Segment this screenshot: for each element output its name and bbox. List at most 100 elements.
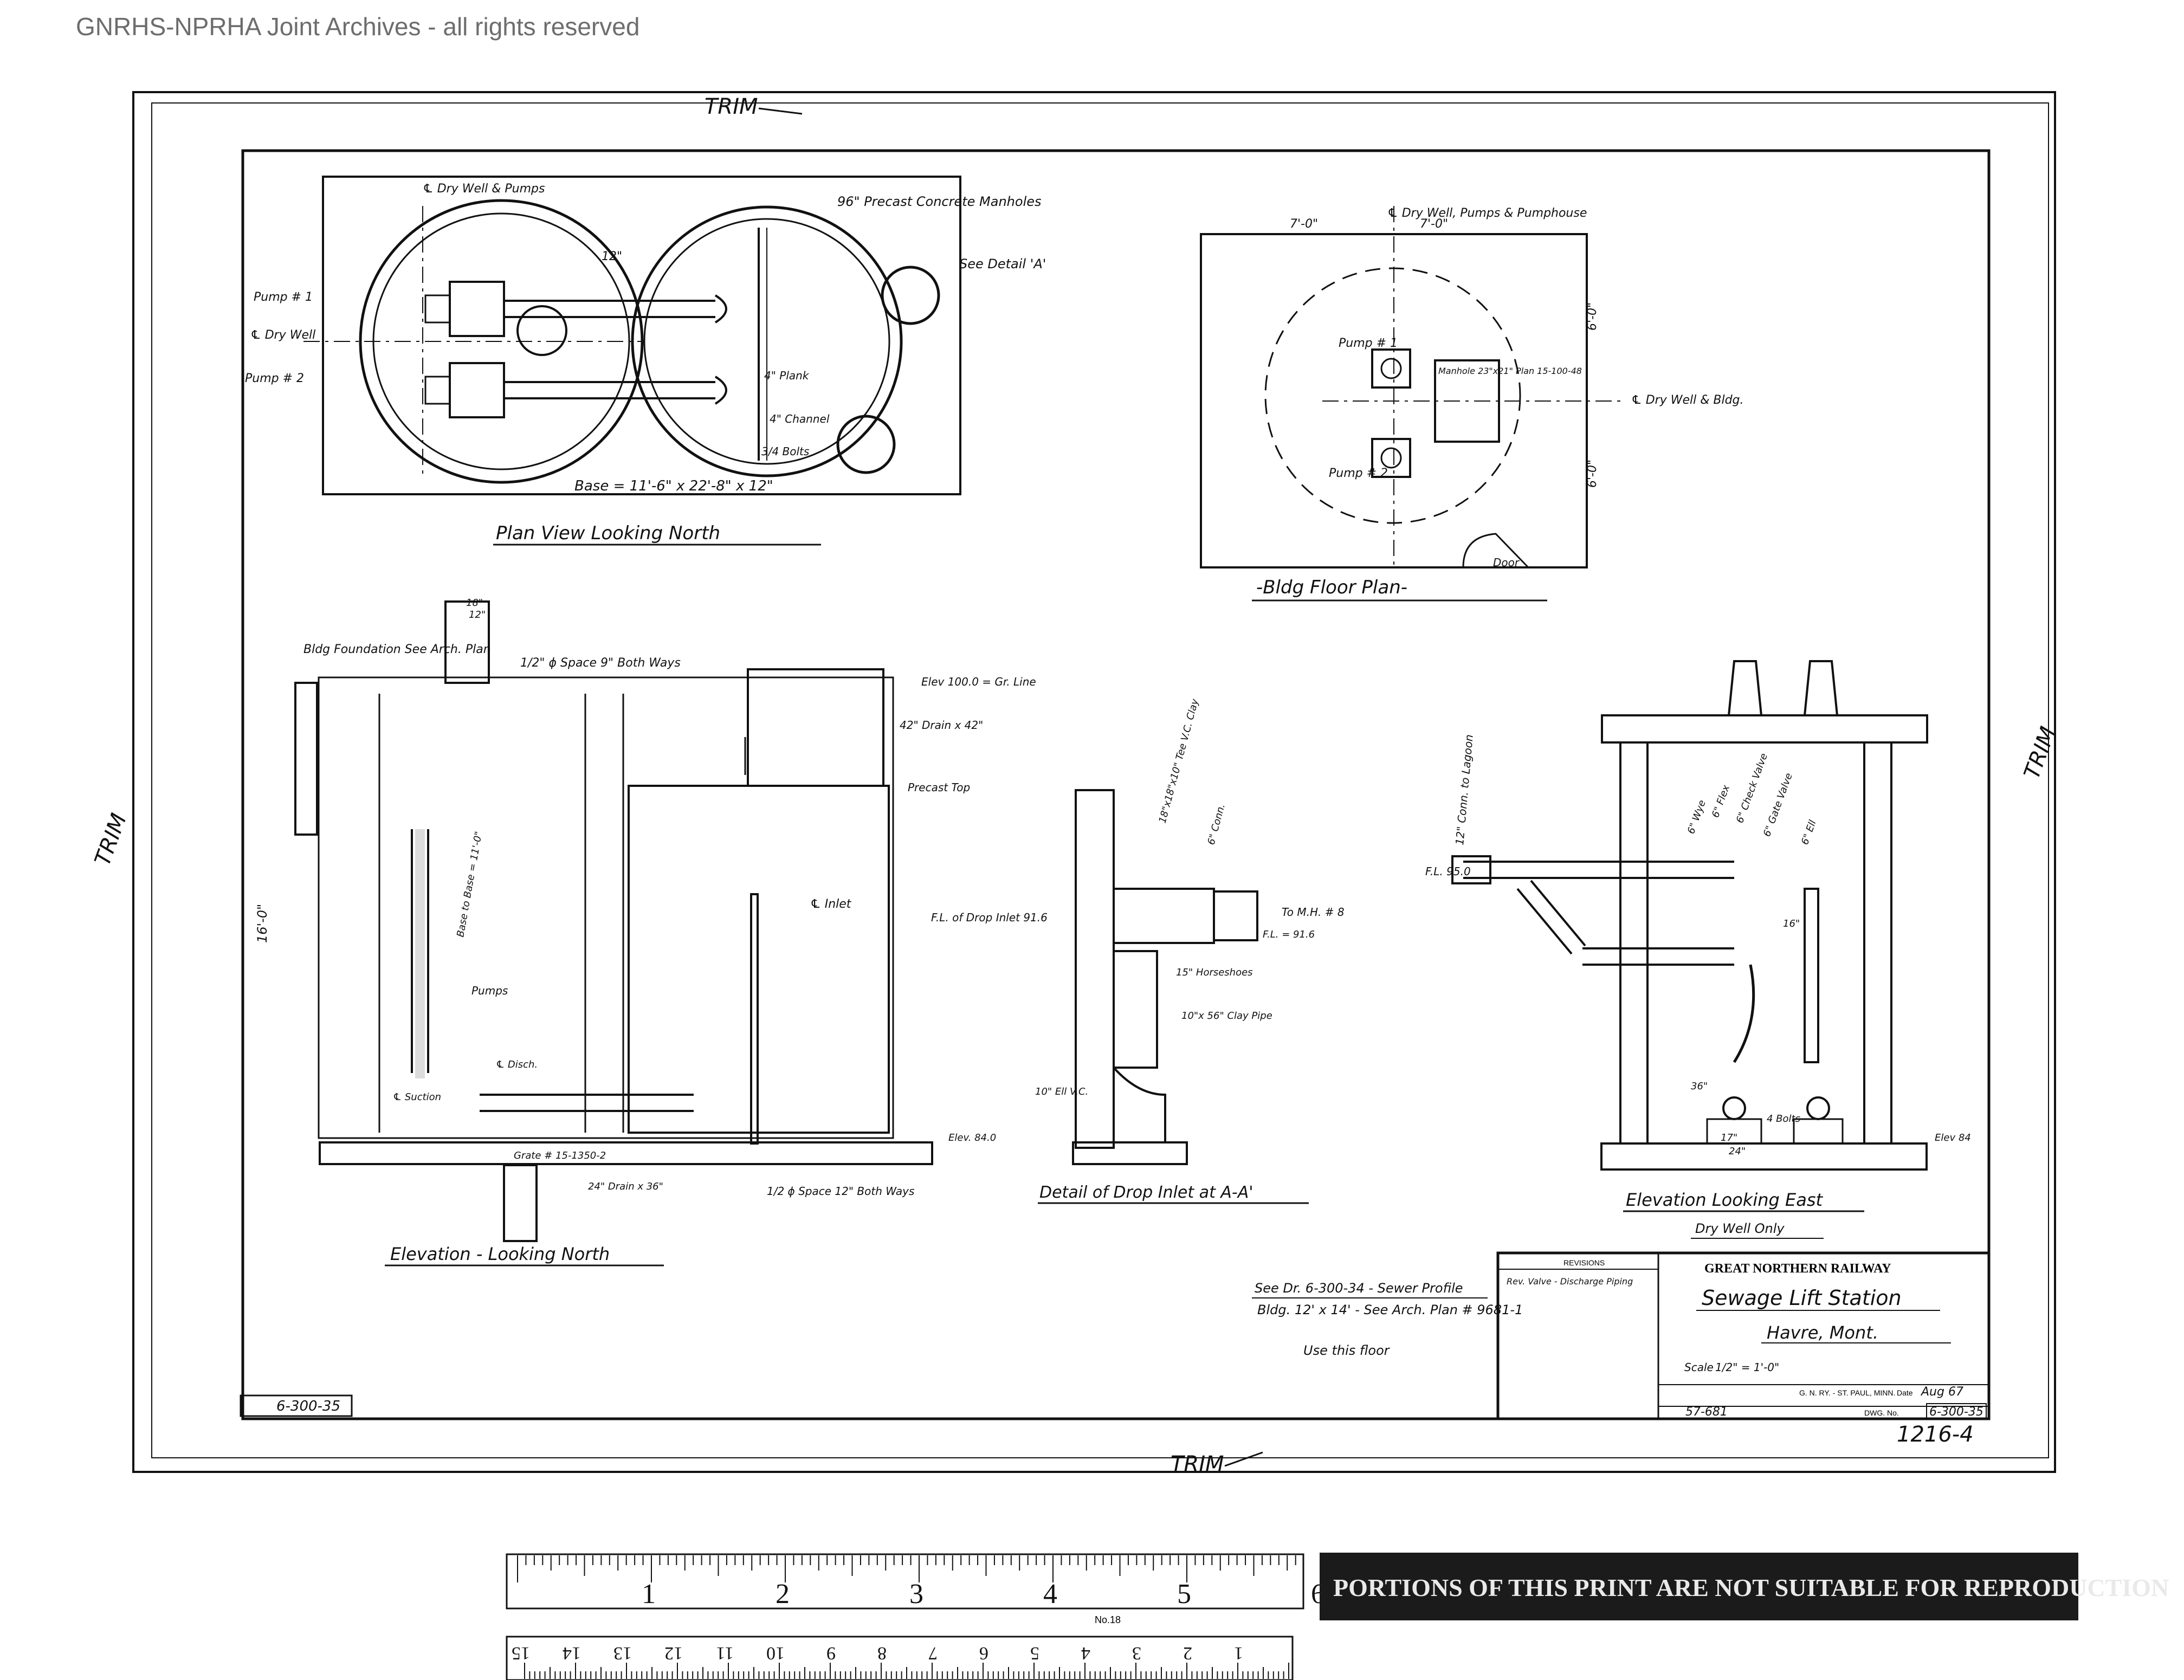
elevation-north <box>294 600 933 1242</box>
drop-ell <box>1113 1067 1166 1143</box>
floor-dim-left: 7'-0" <box>1290 217 1318 231</box>
sheet-number: 1216-4 <box>1897 1422 1974 1447</box>
drop-tee-label: 18"x18"x10" Tee V.C. Clay <box>1157 697 1201 824</box>
east-wall-l <box>1619 741 1649 1145</box>
floor-pump2: Pump # 2 <box>1329 467 1388 480</box>
plan-view <box>303 176 961 495</box>
ruler-cm-number: 4 <box>1081 1643 1090 1663</box>
suction-elbow <box>516 305 567 356</box>
tb-dwg-no: 6-300-35 <box>1929 1405 1983 1419</box>
east-flex: 6" Flex <box>1710 783 1732 819</box>
drop-conn <box>1213 890 1258 941</box>
drop-to-mh: To M.H. # 8 <box>1282 906 1345 919</box>
ruler-cm-number: 2 <box>1183 1643 1192 1663</box>
east-elbow <box>1733 964 1755 1063</box>
ruler-cm-number: 13 <box>613 1643 632 1663</box>
drop-ell-label: 10" Ell V.C. <box>1035 1086 1088 1097</box>
east-diag-pipe <box>1516 880 1586 955</box>
east-pump-1 <box>1722 1096 1746 1120</box>
drain-sump <box>503 1164 538 1242</box>
dwg-number: 6-300-35 <box>276 1398 340 1414</box>
outer-border <box>132 91 2056 1473</box>
floor-dim-top: 6'-0" <box>1586 302 1599 331</box>
plan-plank: 4" Plank <box>764 369 810 382</box>
vent-stack <box>444 600 490 684</box>
ruler-inch-number: 4 <box>1043 1579 1057 1610</box>
pump-1-motor <box>424 294 451 324</box>
ruler-cm-number: 11 <box>716 1643 734 1663</box>
pump-2-motor <box>424 376 451 405</box>
drop-inlet-top <box>747 668 884 787</box>
floor-door: Door <box>1493 556 1520 569</box>
elev-fl-drop: F.L. of Drop Inlet 91.6 <box>931 911 1048 924</box>
inner-border <box>241 149 1991 1420</box>
title-block-frame <box>1496 1251 1991 1420</box>
elev-precast-top: Precast Top <box>908 781 970 794</box>
drop-conn-label: 6" Conn. <box>1206 803 1227 846</box>
tb-dwg-cell <box>1926 1403 1987 1419</box>
plan-precast-note: 96" Precast Concrete Manholes <box>837 194 1042 209</box>
floor-manhole: Manhole 23"x21" Plan 15-100-48 <box>1438 366 1582 376</box>
archive-watermark: GNRHS-NPRHA Joint Archives - all rights … <box>76 12 640 41</box>
elev-pumps: Pumps <box>471 984 508 997</box>
east-subtitle: Dry Well Only <box>1695 1221 1785 1236</box>
elev-north-outline <box>318 676 894 1139</box>
left-wall-upper <box>294 682 318 836</box>
east-dim-24: 24" <box>1729 1146 1746 1157</box>
ruler-inch-strip <box>506 1553 1304 1610</box>
ruler-cm-number: 14 <box>563 1643 581 1663</box>
east-bolts: 4 Bolts <box>1767 1113 1800 1125</box>
drop-tee <box>1113 888 1215 944</box>
east-wall-r <box>1863 741 1892 1145</box>
drop-pipe <box>750 893 759 1145</box>
ruler-cm-number: 9 <box>826 1643 836 1663</box>
tb-location: Havre, Mont. <box>1767 1322 1878 1343</box>
east-vent-2 <box>1804 660 1838 716</box>
plan-view-title: Plan View Looking North <box>496 522 720 544</box>
tb-date-label: Date <box>1897 1388 1913 1397</box>
plan-base: Base = 11'-6" x 22'-8" x 12" <box>574 478 773 494</box>
trim-label-top: TRIM <box>705 94 758 119</box>
stamp-block <box>1320 1553 2078 1620</box>
east-title: Elevation Looking East <box>1626 1190 1823 1210</box>
discharge-pipe-1 <box>504 300 715 318</box>
east-fl95: F.L. 95.0 <box>1425 865 1471 878</box>
trim-border <box>151 102 2049 1458</box>
ruler-cm-number: 12 <box>664 1643 683 1663</box>
east-conn-lagoon: 12" Conn. to Lagoon <box>1453 734 1476 845</box>
tb-title: Sewage Lift Station <box>1702 1286 1902 1310</box>
suction-pipe <box>480 1094 694 1112</box>
floor-dim-bottom: 6'-0" <box>1586 460 1599 488</box>
plan-pump1: Pump # 1 <box>254 290 313 304</box>
note-bldg: Bldg. 12' x 14' - See Arch. Plan # 9681-… <box>1257 1302 1523 1317</box>
trim-label-bottom: TRIM <box>1171 1452 1224 1477</box>
discharge-pipe-2 <box>504 381 715 399</box>
ruler-cm-number: 8 <box>877 1643 887 1663</box>
east-pad-2 <box>1793 1118 1844 1145</box>
drop-clay: 10"x 56" Clay Pipe <box>1181 1010 1272 1022</box>
title-block <box>1496 1251 1991 1420</box>
note-see-dr: See Dr. 6-300-34 - Sewer Profile <box>1255 1281 1463 1296</box>
east-roof-slab <box>1601 714 1928 744</box>
east-riser <box>1804 888 1819 1063</box>
tb-scale: 1/2" = 1'-0" <box>1715 1361 1779 1374</box>
ruler-maker: No.18 <box>1095 1614 1121 1625</box>
trim-label-left: TRIM <box>90 810 132 869</box>
drop-horseshoes: 15" Horseshoes <box>1176 967 1253 978</box>
east-ell: 6" Ell <box>1799 819 1819 847</box>
elev-grate: Grate # 15-1350-2 <box>514 1150 606 1161</box>
elev-drain24: 24" Drain x 36" <box>588 1181 663 1192</box>
elev-north-title: Elevation - Looking North <box>390 1244 610 1264</box>
floor-dim-right: 7'-0" <box>1420 217 1448 231</box>
plan-see-detail: See Detail 'A' <box>959 256 1046 272</box>
tb-scale-label: Scale <box>1684 1361 1714 1374</box>
east-lagoon-conn <box>1451 855 1491 884</box>
plan-view-frame <box>322 176 961 495</box>
floor-title-cl: ℄ Dry Well, Pumps & Pumphouse <box>1387 206 1587 220</box>
east-gate: 6" Gate Valve <box>1761 772 1795 838</box>
ruler-cm-strip <box>506 1636 1294 1680</box>
east-dim-36: 36" <box>1691 1081 1708 1092</box>
elev-disch: ℄ Disch. <box>496 1059 538 1070</box>
trim-arrow-bottom <box>1224 1451 1263 1467</box>
